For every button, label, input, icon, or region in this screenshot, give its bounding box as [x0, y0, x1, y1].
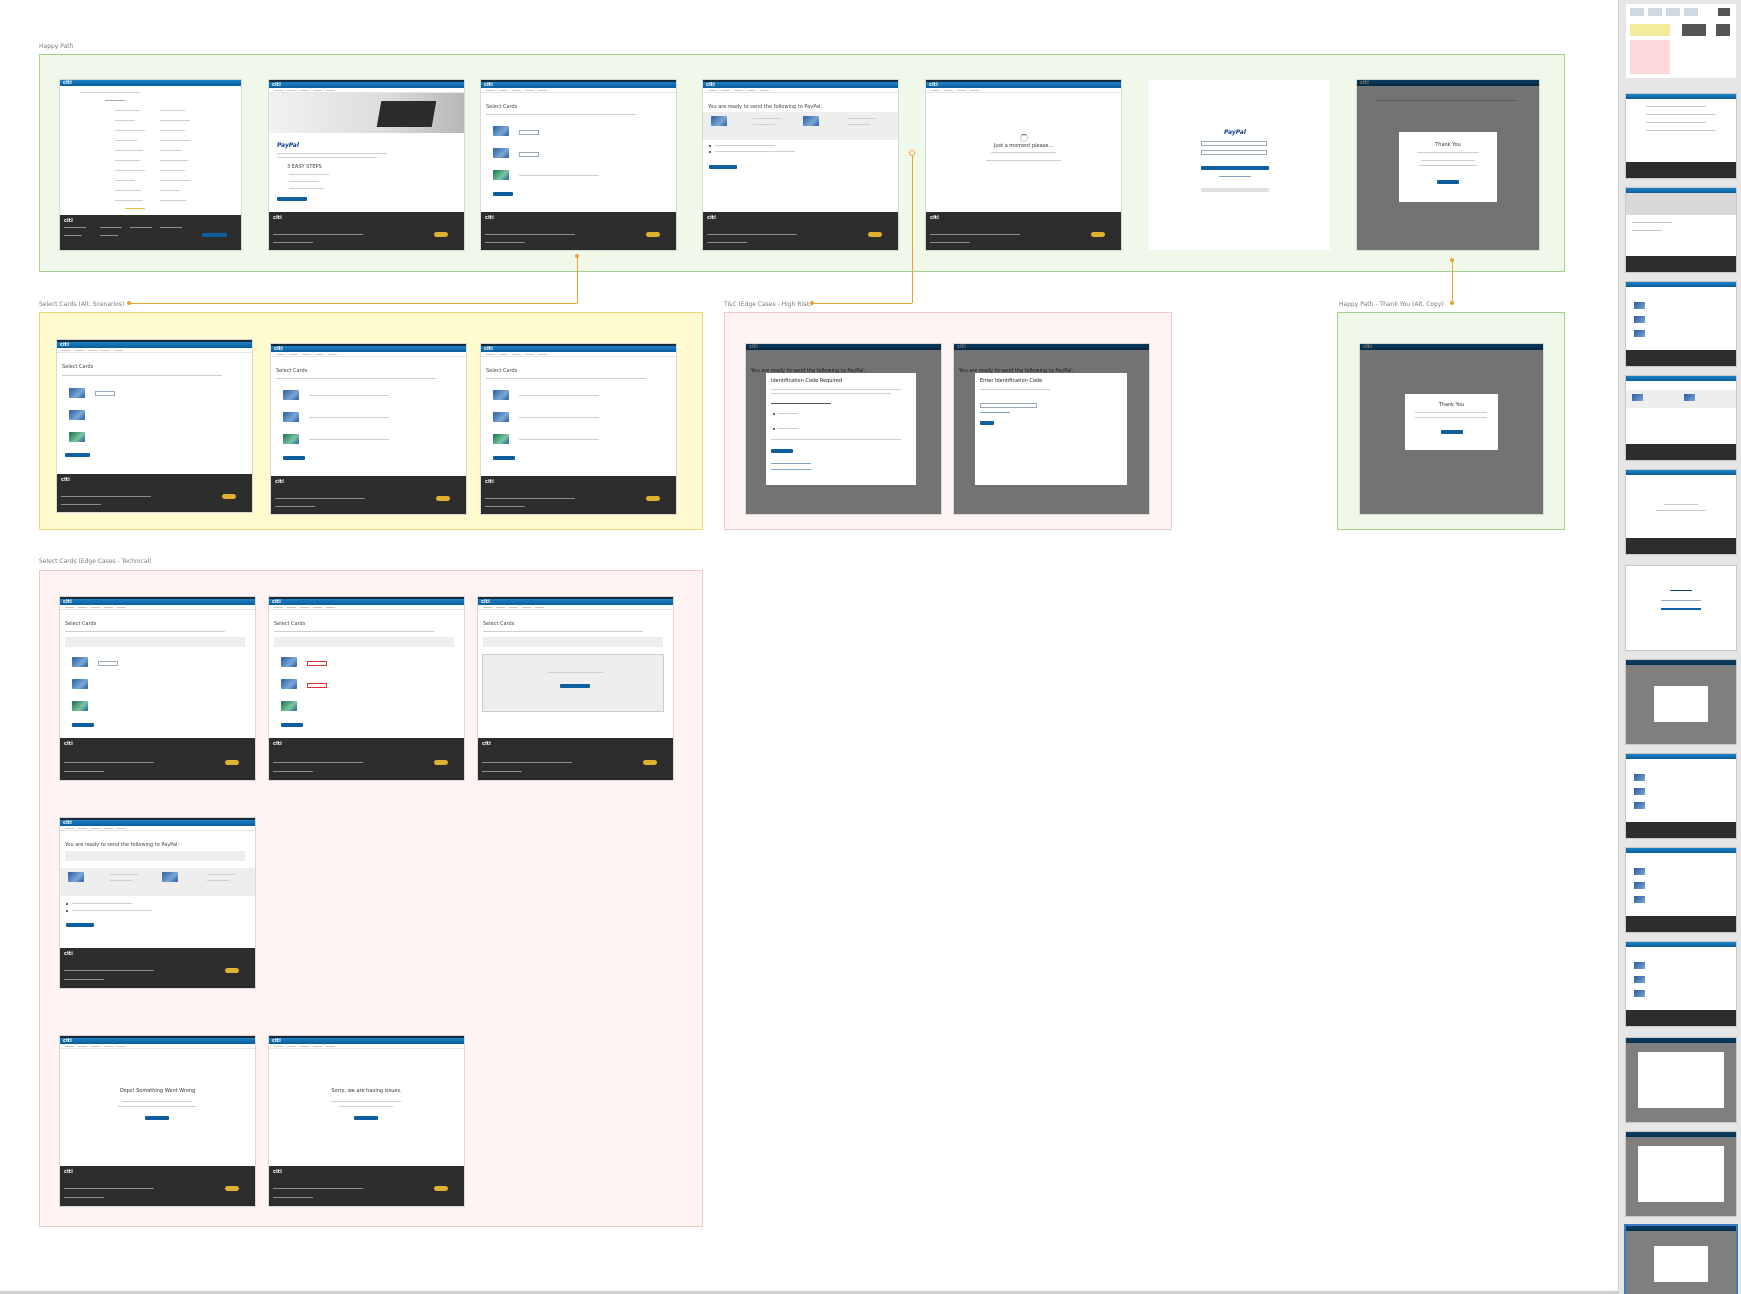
screen-landing-easy-steps[interactable]: citi PayPal 3 EASY STEPS citi [269, 80, 464, 250]
page-title: You are ready to send the following to P… [708, 104, 823, 110]
horizontal-scrollbar[interactable] [0, 1291, 1618, 1294]
get-started-button[interactable] [277, 197, 307, 201]
thumbnail-5[interactable] [1626, 470, 1736, 554]
thumbnail-9[interactable] [1626, 848, 1736, 932]
paypal-logo: PayPal [1224, 129, 1246, 136]
done-button[interactable] [354, 1116, 378, 1120]
thumbnail-12[interactable] [1626, 1132, 1736, 1216]
section-title-happy-path: Happy Path [39, 43, 74, 50]
overview-thumbnail[interactable] [1626, 4, 1736, 78]
id-required-modal[interactable]: Identification Code Required [766, 373, 916, 485]
screen-select-cards-alt-1[interactable]: citi Select Cards citi [57, 340, 252, 512]
section-title-tc-edge: T&C (Edge Cases - High Risk) [724, 301, 813, 308]
screen-id-code-required[interactable]: citi You are ready to send the following… [746, 344, 941, 514]
screen-select-cards-error-2[interactable]: citi Select Cards citi [269, 597, 464, 780]
paypal-logo: PayPal [277, 142, 299, 149]
login-button[interactable] [1201, 166, 1269, 170]
connector-line [912, 153, 913, 303]
hero-image [269, 93, 464, 133]
section-title-alt-scenarios: Select Cards (Alt. Scenarios) [39, 301, 125, 308]
thumbnail-7[interactable] [1626, 660, 1736, 744]
connector-line [1452, 260, 1453, 303]
connector-start-dot [575, 254, 579, 258]
signup-button[interactable] [1201, 188, 1269, 192]
continue-button[interactable] [771, 449, 793, 453]
spinner-icon [1020, 134, 1028, 142]
thumbnail-2[interactable] [1626, 188, 1736, 272]
thumbnail-4[interactable] [1626, 376, 1736, 460]
email-field[interactable] [1201, 141, 1267, 146]
page-title: Select Cards [486, 104, 518, 110]
screen-ready-to-send-error[interactable]: citi You are ready to send the following… [60, 818, 255, 988]
connector-end-dot [127, 301, 131, 305]
screen-thank-you[interactable]: citi Thank You [1357, 80, 1539, 250]
screen-select-cards-alt-3[interactable]: citi Select Cards citi [481, 344, 676, 514]
screen-enter-id-code[interactable]: citi You are ready to send the following… [954, 344, 1149, 514]
thumbnail-3[interactable] [1626, 282, 1736, 366]
screen-something-went-wrong[interactable]: citi Oops! Something Went Wrong citi [60, 1036, 255, 1206]
thumbnail-6[interactable] [1626, 566, 1736, 650]
thumbnail-8[interactable] [1626, 754, 1736, 838]
connector-start-ring [909, 150, 915, 156]
connector-end-dot [1450, 301, 1454, 305]
screen-loading: citi Just a moment please... citi [926, 80, 1121, 250]
continue-button[interactable] [493, 192, 513, 196]
connector-line [812, 303, 912, 304]
connector-start-dot [1450, 258, 1454, 262]
thumbnail-13[interactable] [1626, 1226, 1736, 1294]
enter-id-modal[interactable]: Enter Identification Code [975, 373, 1127, 485]
connector-line [577, 256, 578, 303]
screen-accounts-overview[interactable]: citi citi [60, 80, 241, 250]
screen-select-cards[interactable]: citi Select Cards citi [481, 80, 676, 250]
flow-canvas[interactable]: Happy Path Select Cards (Alt. Scenarios)… [0, 0, 1618, 1294]
password-field[interactable] [1201, 150, 1267, 155]
screen-having-issues[interactable]: citi Sorry, we are having issues. citi [269, 1036, 464, 1206]
connector-end-dot [810, 301, 814, 305]
send-to-paypal-button[interactable] [709, 165, 737, 169]
done-button[interactable] [1437, 180, 1459, 184]
screen-ready-to-send[interactable]: citi You are ready to send the following… [703, 80, 898, 250]
id-code-input[interactable] [980, 403, 1037, 408]
submit-button[interactable] [980, 421, 994, 425]
thumbnail-1[interactable] [1626, 94, 1736, 178]
thank-you-modal: Thank You [1399, 132, 1497, 202]
loading-message: Just a moment please... [993, 143, 1054, 149]
screen-thank-you-alt[interactable]: citi Thank You [1360, 344, 1543, 514]
thank-you-modal: Thank You [1405, 394, 1498, 450]
thumbnail-10[interactable] [1626, 942, 1736, 1026]
screen-select-cards-alt-2[interactable]: citi Select Cards citi [271, 344, 466, 514]
thumbnail-11[interactable] [1626, 1038, 1736, 1122]
connector-line [129, 303, 577, 304]
thumbnail-rail[interactable] [1618, 0, 1741, 1294]
done-button[interactable] [1441, 430, 1463, 434]
screen-select-cards-error-1[interactable]: citi Select Cards citi [60, 597, 255, 780]
try-again-button[interactable] [145, 1116, 169, 1120]
screen-select-cards-no-cards[interactable]: citi Select Cards citi [478, 597, 673, 780]
section-title-thank-you-alt: Happy Path - Thank You (Alt. Copy) [1339, 301, 1444, 308]
section-title-edge-technical: Select Cards (Edge Cases - Technical) [39, 558, 152, 565]
screen-paypal-login[interactable]: PayPal [1149, 80, 1330, 250]
steps-heading: 3 EASY STEPS [287, 164, 322, 170]
